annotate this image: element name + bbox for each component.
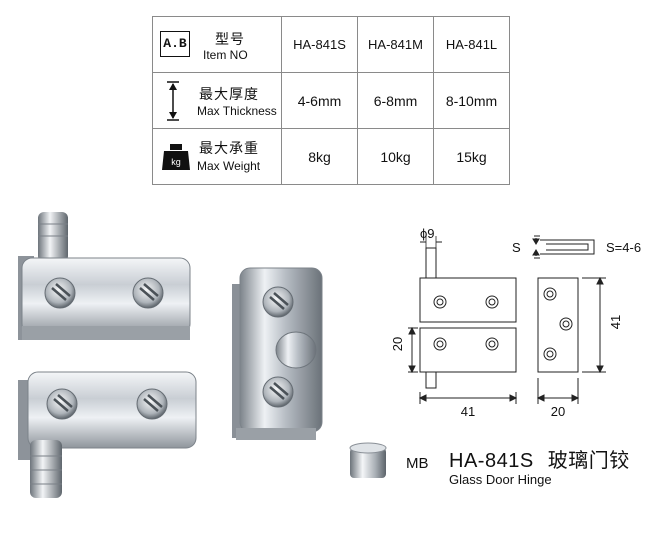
mb-label: MB xyxy=(406,455,429,472)
weight-l-cell: 15kg xyxy=(433,128,510,185)
weight-label-cn: 最大承重 xyxy=(199,140,259,156)
thickness-m-cell: 6-8mm xyxy=(357,72,434,129)
technical-drawing: ϕ9 S S=4-6 20 41 41 20 xyxy=(390,226,641,419)
dim-20-left: 20 xyxy=(390,337,405,351)
weight-icon: kg xyxy=(162,144,190,170)
thickness-s-cell: 4-6mm xyxy=(281,72,358,129)
spec-row-item-no: A.B 型号 Item NO HA-841S HA-841M HA-841L xyxy=(152,16,510,73)
spec-table: A.B 型号 Item NO HA-841S HA-841M HA-841L 最… xyxy=(152,16,510,185)
thickness-header-cell: 最大厚度 Max Thickness xyxy=(152,72,282,129)
s-label: S xyxy=(512,240,521,255)
thickness-l-cell: 8-10mm xyxy=(433,72,510,129)
mb-cap-image xyxy=(349,442,387,478)
item-no-label-en: Item NO xyxy=(203,48,248,62)
weight-icon-text: kg xyxy=(171,157,181,167)
weight-label-en: Max Weight xyxy=(197,159,261,173)
spec-row-weight: kg 最大承重 Max Weight 8kg 10kg 15kg xyxy=(152,128,510,185)
dim-41-bottom: 41 xyxy=(461,404,475,419)
product-name-cn: 玻璃门铰 xyxy=(547,450,630,472)
model-l-cell: HA-841L xyxy=(433,16,510,73)
top-hinge-piece xyxy=(18,212,191,340)
model-s-cell: HA-841S xyxy=(281,16,358,73)
thickness-label-en: Max Thickness xyxy=(197,104,277,118)
product-name-en: Glass Door Hinge xyxy=(449,472,552,487)
weight-m-cell: 10kg xyxy=(357,128,434,185)
phi-dimension: ϕ9 xyxy=(420,226,435,241)
product-model: HA-841S xyxy=(449,450,534,472)
side-hinge-piece xyxy=(232,267,323,440)
ab-icon: A.B xyxy=(160,31,190,57)
weight-header-cell: kg 最大承重 Max Weight xyxy=(152,128,282,185)
bottom-hinge-piece xyxy=(18,371,197,498)
spec-row-thickness: 最大厚度 Max Thickness 4-6mm 6-8mm 8-10mm xyxy=(152,72,510,129)
product-title: HA-841S 玻璃门铰 xyxy=(449,444,630,473)
thickness-arrow-icon xyxy=(167,81,179,121)
dim-41-right: 41 xyxy=(608,315,623,329)
dim-20-bottom: 20 xyxy=(551,404,565,419)
item-no-header-cell: A.B 型号 Item NO xyxy=(152,16,282,73)
product-photo xyxy=(18,212,323,498)
item-no-label-cn: 型号 xyxy=(215,31,245,47)
weight-s-cell: 8kg xyxy=(281,128,358,185)
s-range-label: S=4-6 xyxy=(606,240,641,255)
model-m-cell: HA-841M xyxy=(357,16,434,73)
thickness-label-cn: 最大厚度 xyxy=(199,86,259,102)
